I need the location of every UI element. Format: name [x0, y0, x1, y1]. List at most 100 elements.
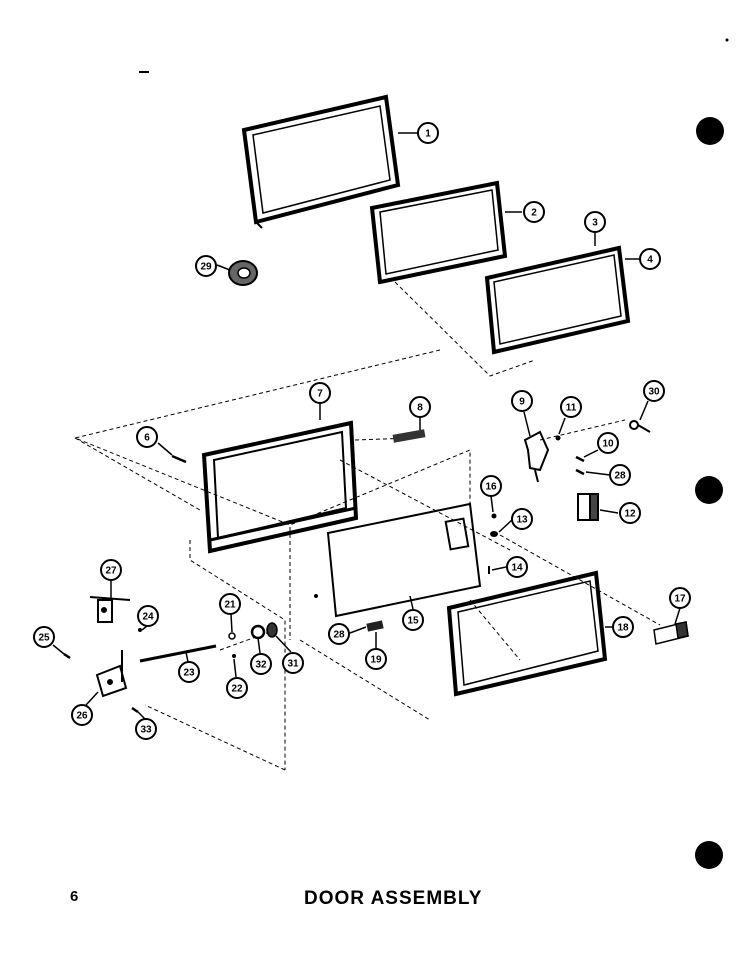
part-washer-21 [228, 632, 236, 640]
part-block-12 [577, 493, 599, 521]
guide-bracket-to-hinge [299, 639, 431, 721]
callout-circle [506, 556, 528, 578]
callout-c30: 30 [643, 380, 665, 402]
leader-10 [583, 449, 599, 458]
part-bracket-8 [392, 429, 426, 443]
guide-frame-left [74, 437, 201, 511]
leader-11 [558, 417, 566, 435]
leader-9 [523, 411, 531, 437]
callout-circle [365, 648, 387, 670]
part-glass-panel [484, 245, 631, 355]
hinge-bolt [107, 679, 113, 685]
door-frame-outer [201, 420, 359, 554]
binder-hole-top [696, 117, 724, 145]
callout-c27: 27 [100, 559, 122, 581]
callout-label: 28 [333, 630, 345, 641]
callout-c6: 6 [136, 426, 158, 448]
callout-circle [71, 704, 93, 726]
callout-circle [511, 390, 533, 412]
leader-32 [257, 637, 261, 654]
guide-frame-to-panel [394, 281, 536, 377]
callout-circle [409, 396, 431, 418]
callout-label: 29 [200, 262, 212, 273]
part-screw-6 [171, 454, 187, 464]
callout-c7: 7 [309, 382, 331, 404]
callout-circle [328, 623, 350, 645]
callout-circle [137, 605, 159, 627]
inner-panel-face [326, 502, 482, 618]
panel-hole [314, 594, 318, 598]
inner-panel-slot [444, 517, 470, 551]
callout-c21: 21 [219, 593, 241, 615]
callout-label: 28 [614, 471, 626, 482]
callout-circle [195, 255, 217, 277]
callout-c10: 10 [597, 432, 619, 454]
part-latch [523, 430, 550, 483]
callout-circle [417, 122, 439, 144]
part-window-frame [369, 180, 508, 285]
guide-gasket-bottom [469, 599, 521, 661]
binder-hole-middle [695, 476, 723, 504]
callout-label: 18 [617, 623, 629, 634]
callout-circle [597, 432, 619, 454]
callout-circle [609, 464, 631, 486]
latch-body [523, 430, 550, 472]
callout-c1: 1 [417, 122, 439, 144]
frame-inner [379, 189, 499, 275]
binder-hole-bottom [695, 841, 723, 869]
callout-c28b: 28 [328, 623, 350, 645]
callout-label: 25 [38, 633, 50, 644]
callout-c15: 15 [402, 609, 424, 631]
hinge-plate-bar [89, 596, 131, 601]
leader-6 [157, 442, 173, 456]
callout-label: 17 [674, 594, 686, 605]
callout-label: 14 [511, 563, 523, 574]
callout-circle [402, 609, 424, 631]
callout-circle [643, 380, 665, 402]
callout-circle [282, 652, 304, 674]
callout-label: 26 [76, 711, 88, 722]
part-hinge-plate [89, 596, 131, 623]
callout-label: 12 [624, 509, 636, 520]
part-pin-24 [138, 628, 142, 632]
gasket-inner [457, 580, 599, 686]
spring-shaft [637, 424, 651, 433]
leader-14 [491, 566, 507, 571]
leader-22 [233, 658, 237, 678]
leader-21 [230, 613, 233, 633]
callout-c22: 22 [226, 677, 248, 699]
leader-23 [185, 651, 189, 663]
part-screw-25 [63, 652, 71, 660]
guide-rod [219, 629, 276, 651]
callout-circle [639, 248, 661, 270]
callout-circle [226, 677, 248, 699]
callout-label: 24 [142, 612, 154, 623]
callout-circle [309, 382, 331, 404]
callout-c14: 14 [506, 556, 528, 578]
callout-label: 30 [648, 387, 660, 398]
part-washer-11 [555, 435, 561, 441]
callout-c4: 4 [639, 248, 661, 270]
callout-label: 6 [144, 433, 150, 444]
door-frame-inner [212, 430, 348, 540]
glass-outer [484, 245, 631, 355]
leader-12 [599, 509, 619, 514]
leader-29 [216, 264, 231, 271]
leader-16 [490, 495, 494, 513]
callout-circle [135, 718, 157, 740]
gasket-outer [446, 570, 608, 697]
page-title: DOOR ASSEMBLY [304, 888, 483, 909]
assembly-guide-lines [73, 281, 661, 771]
guide-door-outline [73, 349, 471, 526]
callout-label: 15 [407, 616, 419, 627]
door-frame-bottom [209, 506, 357, 542]
callout-c28a: 28 [609, 464, 631, 486]
part-hinge [95, 650, 128, 698]
callout-label: 8 [417, 403, 423, 414]
latch-pin [534, 469, 539, 483]
part-gasket [446, 570, 608, 697]
callout-c11: 11 [560, 396, 582, 418]
callout-c32: 32 [250, 653, 272, 675]
leader-15 [409, 595, 414, 610]
callout-c8: 8 [409, 396, 431, 418]
